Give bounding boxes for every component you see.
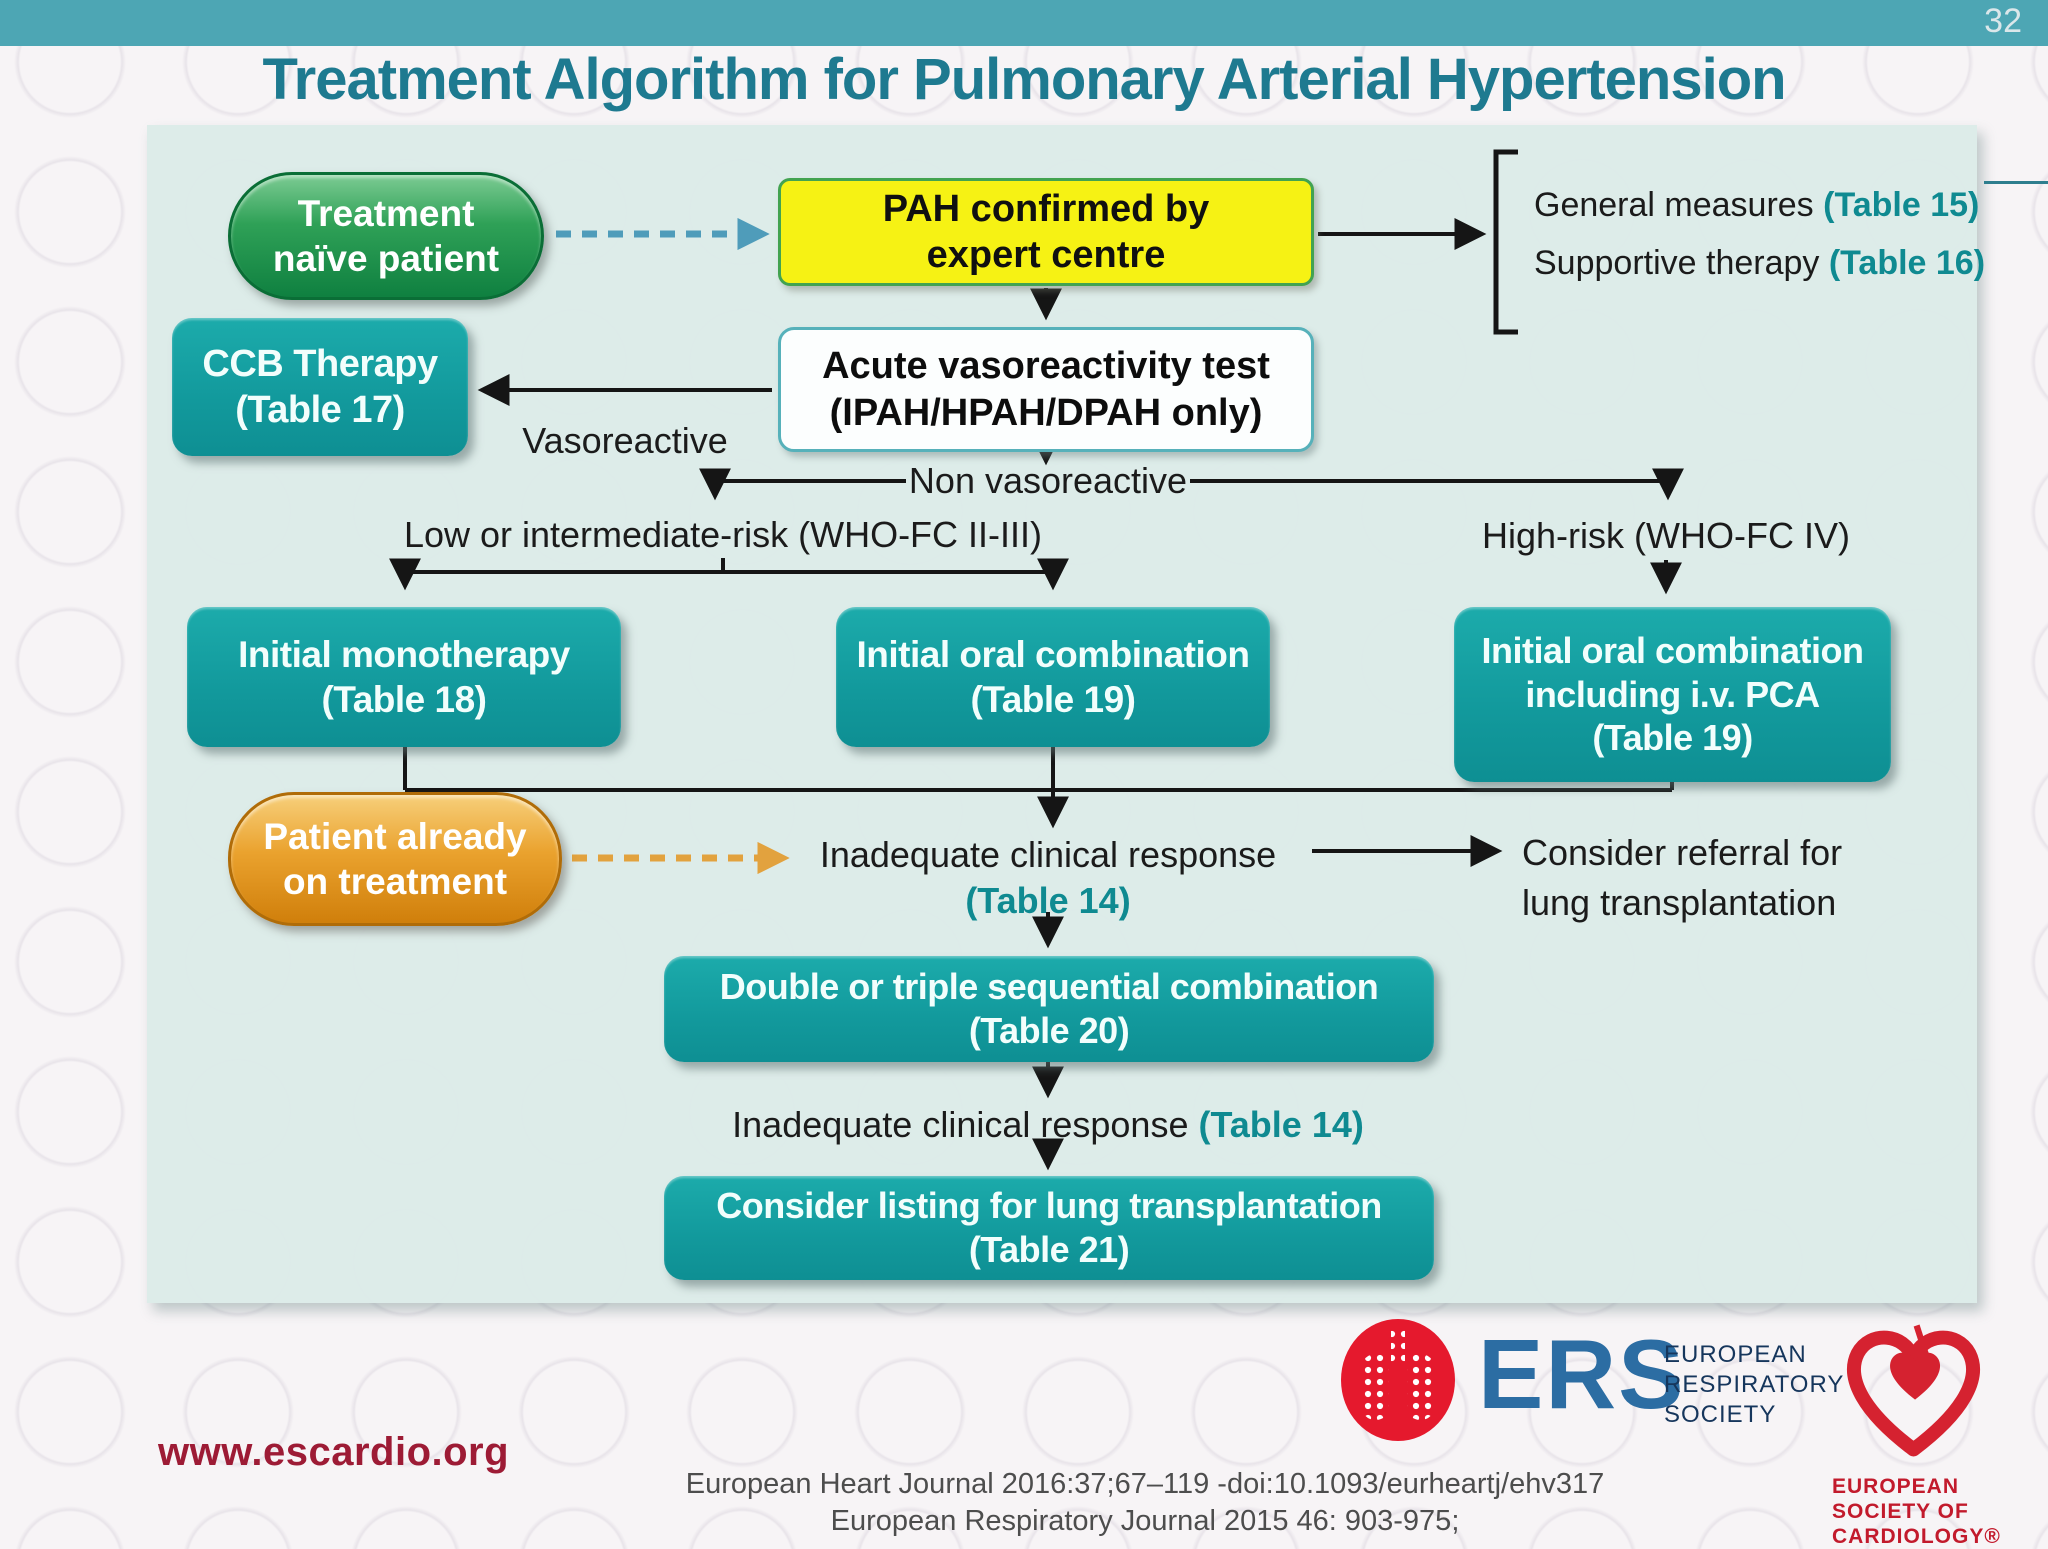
ers-society-name: EUROPEAN RESPIRATORY SOCIETY [1664,1340,1844,1430]
node-acute-vasoreactivity-test: Acute vasoreactivity test (IPAH/HPAH/DPA… [778,327,1314,452]
node-line: naïve patient [272,238,500,279]
label-low-intermediate-risk: Low or intermediate-risk (WHO-FC II-III) [403,514,1043,555]
table-ref: (Table 14) [1198,1104,1364,1145]
node-line: (Table 19) [970,679,1136,720]
node-line: Patient already [263,815,527,857]
node-line: Initial oral combination [1481,629,1864,671]
node-consider-listing: Consider listing for lung transplantatio… [664,1176,1434,1280]
esc-society-name: EUROPEAN SOCIETY OF CARDIOLOGY® [1832,1474,2001,1549]
logo-line: SOCIETY OF [1832,1500,1969,1523]
citations: European Heart Journal 2016:37;67–119 -d… [686,1466,1604,1540]
label-text: General measures [1534,186,1824,224]
node-line: Double or triple sequential combination [719,966,1379,1008]
label-general-measures: General measures (Table 15) [1534,186,1979,225]
label-inadequate-response-1: Inadequate clinical response [819,834,1277,875]
node-line: expert centre [926,234,1166,276]
esc-logo-icon [1847,1324,1980,1457]
node-line: (Table 20) [968,1010,1130,1051]
ers-logo-icon [1341,1319,1455,1441]
label-line: Consider referral for [1522,832,1843,873]
node-line: CCB Therapy [202,342,438,385]
logo-line: SOCIETY [1664,1401,1777,1428]
node-line: including i.v. PCA [1525,673,1820,715]
node-patient-on-treatment: Patient already on treatment [228,792,562,926]
slide-title: Treatment Algorithm for Pulmonary Arteri… [262,47,1786,112]
node-line: (IPAH/HPAH/DPAH only) [829,391,1263,434]
node-line: Treatment [297,192,475,234]
slide-top-band [0,0,2048,46]
label-consider-referral: Consider referral for lung transplantati… [1522,828,1842,928]
node-double-triple-combination: Double or triple sequential combination … [664,956,1434,1062]
node-initial-oral-combination-iv-pca: Initial oral combination including i.v. … [1454,607,1891,782]
citation-line: European Heart Journal 2016:37;67–119 -d… [685,1468,1605,1500]
citation-line: European Respiratory Journal 2015 46: 90… [830,1505,1460,1537]
node-treatment-naive: Treatment naïve patient [228,172,544,300]
label-inadequate-response-1-ref: (Table 14) [965,880,1131,921]
node-line: (Table 18) [321,679,487,720]
table-ref: (Table 15) [1823,186,1980,224]
escardio-website: www.escardio.org [158,1430,510,1474]
node-ccb-therapy: CCB Therapy (Table 17) [172,318,468,456]
node-line: Acute vasoreactivity test [822,345,1270,388]
node-line: (Table 17) [235,389,405,431]
node-line: (Table 19) [1592,717,1753,759]
page-number: 32 [1984,2,2022,40]
label-high-risk: High-risk (WHO-FC IV) [1482,515,1850,556]
node-line: (Table 21) [968,1229,1130,1270]
label-vasoreactive: Vasoreactive [522,420,728,461]
ers-abbr: ERS [1478,1319,1686,1429]
node-line: Initial monotherapy [238,633,570,675]
node-line: Initial oral combination [856,633,1250,675]
label-supportive-therapy: Supportive therapy (Table 16) [1534,244,1985,283]
node-line: Consider listing for lung transplantatio… [716,1185,1382,1227]
node-line: PAH confirmed by [882,187,1210,230]
logo-line: RESPIRATORY [1664,1371,1845,1398]
label-line: lung transplantation [1522,882,1837,923]
table-ref: (Table 16) [1828,244,1986,282]
node-line: on treatment [282,861,508,902]
title-rule-right [1984,181,2048,184]
label-non-vasoreactive: Non vasoreactive [908,460,1188,501]
label-inadequate-response-2: Inadequate clinical response (Table 14) [732,1104,1364,1146]
node-initial-monotherapy: Initial monotherapy (Table 18) [187,607,621,747]
logo-line: CARDIOLOGY® [1832,1525,2001,1548]
label-text: Supportive therapy [1534,244,1829,282]
label-text: Inadequate clinical response [732,1104,1199,1145]
logo-line: EUROPEAN [1832,1475,1960,1498]
node-pah-confirmed: PAH confirmed by expert centre [778,178,1314,286]
logo-line: EUROPEAN [1664,1341,1807,1368]
node-initial-oral-combination: Initial oral combination (Table 19) [836,607,1270,747]
